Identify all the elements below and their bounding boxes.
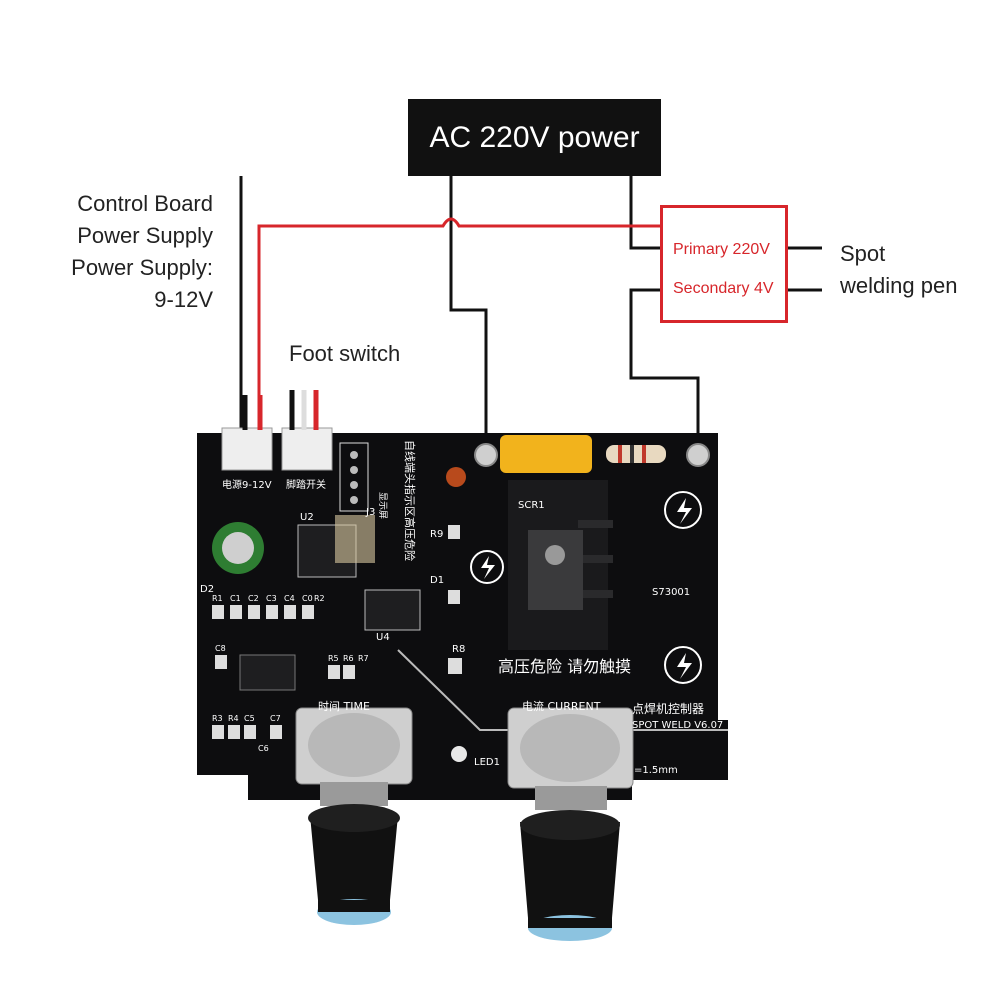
wire-ac-to-primary [629,176,662,250]
smd-label: R7 [358,654,369,663]
label-time: 时间 TIME [318,700,370,713]
hv-warning-icons [470,491,702,684]
foot-switch-label: Foot switch [289,341,401,366]
control-power-line: Power Supply [77,223,213,248]
current-potentiometer[interactable] [507,707,634,941]
smd-label: C5 [244,714,255,723]
control-power-line: Control Board [77,191,213,216]
label-title-en: SPOT WELD V6.07 [632,720,723,731]
smd-label: C1 [230,594,241,603]
label-connector-power: 电源9-12V [222,478,272,491]
wire-ac-to-board [449,176,488,455]
label-hv-warning: 高压危险 请勿触摸 [498,657,631,676]
time-potentiometer[interactable] [295,707,413,925]
smd-label: R4 [228,714,239,723]
label-d2: D2 [200,584,214,595]
label-vertical-warning: 自线端头指示区高压危险 [403,440,417,561]
spot-pen-line: welding pen [840,273,958,298]
label-led: LED1 [474,757,500,768]
smd-label: C8 [215,644,226,653]
label-u4: U4 [376,632,390,643]
ac-power-label: AC 220V power [429,120,640,154]
label-u2: U2 [300,512,314,523]
primary-label: Primary 220V [673,241,770,258]
connector-foot[interactable] [281,427,333,471]
smd-label: C7 [270,714,281,723]
control-power-line: Power Supply: [71,255,213,280]
label-model-code: S73001 [652,587,690,598]
wire-control-red [257,217,662,430]
ac-power-box: AC 220V power [408,99,661,176]
label-display-port: 显示屏 [377,492,388,519]
label-d1: D1 [430,575,444,586]
control-power-label: Control Board Power Supply Power Supply:… [50,188,213,316]
smd-label: C6 [258,744,269,753]
terminal-ac[interactable] [474,443,498,467]
resistor [606,445,666,463]
smd-label: R5 [328,654,339,663]
led1 [451,746,467,762]
heatsink [508,480,613,650]
chip-u4 [364,589,421,631]
smd-label: R3 [212,714,223,723]
label-connector-foot: 脚踏开关 [286,478,326,491]
yellow-capacitor [500,435,592,473]
secondary-label: Secondary 4V [673,280,774,297]
smd-label: C4 [284,594,295,603]
label-title-cn: 点焊机控制器 [632,701,704,716]
proto-area [335,515,375,563]
smd-label: C3 [266,594,277,603]
red-capacitor [446,467,466,487]
label-thickness: =1.5mm [634,765,678,776]
spot-pen-line: Spot [840,241,886,266]
label-r9: R9 [430,529,443,540]
wire-secondary-to-board [629,288,700,455]
label-j3: J3 [365,507,375,518]
smd-label: R1 [212,594,223,603]
chip-main [239,654,296,691]
label-scr1: SCR1 [518,500,545,511]
spot-pen-label: Spot welding pen [840,238,957,302]
control-power-line: 9-12V [154,287,213,312]
label-r8: R8 [452,644,465,655]
smd-label: C2 [248,594,259,603]
smd-label: R2 [314,594,325,603]
smd-label: C0 [302,594,313,603]
terminal-secondary[interactable] [686,443,710,467]
label-current: 电流 CURRENT [522,699,601,713]
smd-label: R6 [343,654,354,663]
header-j3 [339,442,369,512]
transformer-box: Primary 220V Secondary 4V [660,205,788,323]
connector-power[interactable] [221,427,273,471]
